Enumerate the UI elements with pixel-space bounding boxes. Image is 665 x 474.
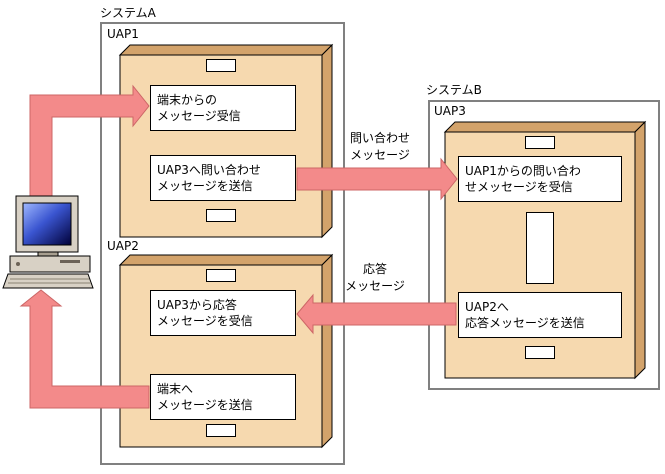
monitor-screen — [22, 202, 72, 246]
uap3-step2-text: UAP2へ 応答メッセージを送信 — [465, 300, 585, 330]
uap3-top-port — [525, 136, 555, 149]
arrow-terminal-to-uap1 — [29, 84, 150, 201]
system-a-label: システムA — [100, 6, 156, 20]
uap3-step1-text: UAP1からの問い合わ せメッセージを受信 — [465, 164, 581, 194]
uap1-step2-text: UAP3へ問い合わせ メッセージを送信 — [157, 163, 261, 193]
system-b-label: システムB — [426, 83, 482, 97]
uap3-step1-box: UAP1からの問い合わ せメッセージを受信 — [458, 156, 622, 202]
uap3-step2-box: UAP2へ 応答メッセージを送信 — [458, 292, 622, 338]
uap3-label: UAP3 — [434, 104, 466, 118]
uap2-step1-text: UAP3から応答 メッセージを受信 — [157, 298, 253, 328]
uap3-bottom-port — [525, 346, 555, 359]
uap3-process-connector — [526, 212, 554, 284]
system-a-box — [100, 22, 345, 465]
uap2-label: UAP2 — [107, 239, 139, 253]
arrow-response-uap3-to-uap2 — [296, 293, 457, 335]
uap2-step1-box: UAP3から応答 メッセージを受信 — [150, 290, 296, 336]
terminal-icon — [2, 195, 94, 289]
uap1-label: UAP1 — [107, 27, 139, 41]
inquiry-message-label: 問い合わせ メッセージ — [349, 131, 410, 162]
system-b-box — [428, 100, 660, 390]
uap2-step2-text: 端末へ メッセージを送信 — [157, 382, 253, 412]
uap1-bottom-port — [206, 209, 236, 222]
keyboard — [2, 273, 94, 289]
uap2-bottom-port — [206, 424, 236, 437]
uap1-step2-box: UAP3へ問い合わせ メッセージを送信 — [150, 155, 296, 201]
uap1-step1-box: 端末からの メッセージ受信 — [150, 85, 296, 131]
response-message-label: 応答 メッセージ — [345, 262, 405, 293]
arrow-inquiry-uap1-to-uap3 — [296, 157, 458, 201]
uap2-step2-box: 端末へ メッセージを送信 — [150, 374, 296, 420]
uap1-top-port — [206, 59, 236, 72]
system-unit — [9, 255, 91, 273]
uap1-step1-text: 端末からの メッセージ受信 — [157, 93, 241, 123]
uap2-top-port — [206, 269, 236, 282]
arrow-uap2-to-terminal — [19, 289, 150, 409]
